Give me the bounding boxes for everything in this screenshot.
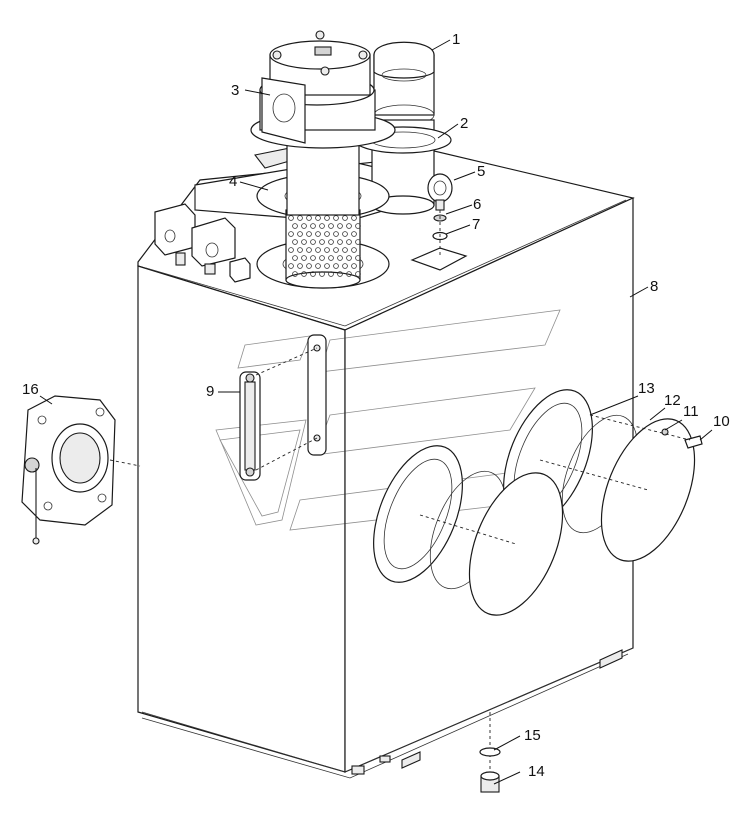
strainer-hole bbox=[315, 231, 321, 237]
strainer-hole bbox=[301, 223, 307, 229]
strainer-hole bbox=[355, 255, 361, 261]
watermark-logo bbox=[215, 309, 561, 531]
callout-15: 15 bbox=[524, 727, 541, 744]
ball-valve bbox=[21, 395, 141, 545]
strainer-hole bbox=[351, 247, 357, 253]
callout-12: 12 bbox=[664, 392, 681, 409]
strainer-hole bbox=[342, 231, 348, 237]
callout-13: 13 bbox=[638, 380, 655, 397]
strainer-hole bbox=[333, 263, 339, 269]
callout-1: 1 bbox=[452, 31, 460, 48]
strainer-hole bbox=[301, 271, 307, 277]
strainer-hole bbox=[310, 223, 316, 229]
strainer-hole bbox=[315, 247, 321, 253]
strainer-hole bbox=[310, 255, 316, 261]
strainer-hole bbox=[337, 255, 343, 261]
strainer-hole bbox=[351, 263, 357, 269]
callout-7: 7 bbox=[472, 216, 480, 233]
strainer-hole bbox=[346, 223, 352, 229]
strainer-hole bbox=[319, 239, 325, 245]
strainer-hole bbox=[342, 215, 348, 221]
strainer-hole bbox=[310, 271, 316, 277]
callout-16: 16 bbox=[22, 381, 39, 398]
strainer-hole bbox=[328, 239, 334, 245]
breather-cap bbox=[373, 41, 435, 126]
cleanout-ports bbox=[373, 389, 703, 616]
valve-blocks bbox=[154, 203, 251, 283]
callout-labels: 1 2 3 4 5 6 7 8 9 10 11 12 13 14 15 16 bbox=[22, 31, 730, 780]
strainer-hole bbox=[337, 239, 343, 245]
callout-3: 3 bbox=[231, 82, 239, 99]
eyebolt-assembly bbox=[410, 173, 468, 271]
strainer-hole bbox=[306, 263, 312, 269]
strainer-hole bbox=[328, 271, 334, 277]
strainer-hole bbox=[306, 247, 312, 253]
strainer-hole bbox=[333, 247, 339, 253]
strainer-hole bbox=[319, 255, 325, 261]
strainer-hole bbox=[297, 263, 303, 269]
suction-filter bbox=[250, 30, 396, 289]
callout-5: 5 bbox=[477, 163, 485, 180]
strainer-hole bbox=[292, 271, 298, 277]
strainer-hole bbox=[342, 247, 348, 253]
callout-9: 9 bbox=[206, 383, 214, 400]
strainer-hole bbox=[292, 255, 298, 261]
strainer-hole bbox=[337, 223, 343, 229]
strainer-hole bbox=[342, 263, 348, 269]
strainer-hole bbox=[328, 223, 334, 229]
strainer-hole bbox=[297, 231, 303, 237]
strainer-hole bbox=[306, 231, 312, 237]
callout-11: 11 bbox=[683, 403, 699, 420]
strainer-hole bbox=[297, 215, 303, 221]
strainer-hole bbox=[315, 263, 321, 269]
hydraulic-tank-body bbox=[137, 147, 635, 779]
strainer-hole bbox=[355, 271, 361, 277]
strainer-hole bbox=[288, 231, 294, 237]
strainer-hole bbox=[319, 223, 325, 229]
strainer-hole bbox=[306, 215, 312, 221]
strainer-hole bbox=[301, 255, 307, 261]
strainer-hole bbox=[310, 239, 316, 245]
strainer-hole bbox=[355, 239, 361, 245]
level-sight-gauge bbox=[239, 334, 327, 481]
strainer-hole bbox=[292, 239, 298, 245]
strainer-hole bbox=[346, 255, 352, 261]
strainer-hole bbox=[324, 247, 330, 253]
strainer-hole bbox=[346, 239, 352, 245]
strainer-hole bbox=[301, 239, 307, 245]
strainer-hole bbox=[324, 215, 330, 221]
callout-10: 10 bbox=[713, 413, 730, 430]
callout-14: 14 bbox=[528, 763, 545, 780]
callout-6: 6 bbox=[473, 196, 481, 213]
strainer-hole bbox=[292, 223, 298, 229]
strainer-hole bbox=[328, 255, 334, 261]
strainer-hole bbox=[319, 271, 325, 277]
callout-4: 4 bbox=[229, 173, 237, 190]
leader-lines bbox=[39, 39, 713, 785]
callout-8: 8 bbox=[650, 278, 658, 295]
strainer-hole bbox=[297, 247, 303, 253]
strainer-hole bbox=[288, 263, 294, 269]
strainer-hole bbox=[324, 263, 330, 269]
strainer-hole bbox=[315, 215, 321, 221]
strainer-hole bbox=[355, 223, 361, 229]
strainer-hole bbox=[288, 215, 294, 221]
strainer-hole bbox=[351, 231, 357, 237]
strainer-hole bbox=[333, 215, 339, 221]
strainer-hole bbox=[324, 231, 330, 237]
strainer-hole bbox=[346, 271, 352, 277]
strainer-hole bbox=[288, 247, 294, 253]
drain-plug bbox=[479, 712, 501, 793]
strainer-hole bbox=[333, 231, 339, 237]
callout-2: 2 bbox=[460, 115, 468, 132]
strainer-hole bbox=[351, 215, 357, 221]
strainer-hole bbox=[337, 271, 343, 277]
